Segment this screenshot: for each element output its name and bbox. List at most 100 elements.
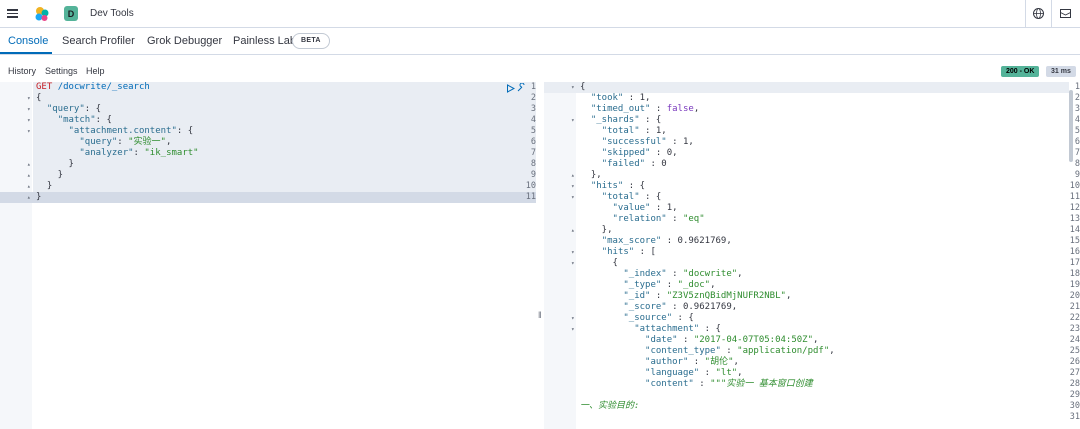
- code-text: }: [36, 159, 74, 169]
- code-text: "value" : 1,: [612, 203, 678, 213]
- newsfeed-mail-icon[interactable]: [1059, 7, 1072, 20]
- request-line: 1 GET /docwrite/_search: [0, 82, 536, 93]
- space-avatar[interactable]: D: [64, 6, 78, 21]
- line-number: 9: [530, 170, 536, 180]
- request-line: 2▾{: [0, 93, 536, 104]
- line-number: 29: [1069, 390, 1080, 400]
- request-selection-highlight: [33, 82, 536, 200]
- code-text: GET /docwrite/_search: [36, 82, 150, 92]
- line-number: 3: [530, 104, 536, 114]
- response-line: 22 ▾ "_source" : {: [544, 313, 1080, 324]
- code-text: "attachment.content": {: [68, 126, 194, 136]
- response-line: 25 "content_type" : "application/pdf",: [544, 346, 1080, 357]
- tab-grok-debugger[interactable]: Grok Debugger: [147, 35, 223, 47]
- fold-toggle-icon[interactable]: ▾: [571, 315, 575, 322]
- fold-toggle-icon[interactable]: ▴: [27, 194, 31, 201]
- line-number: 20: [1069, 291, 1080, 301]
- line-number: 31: [1069, 412, 1080, 422]
- request-line: 4▾ "match": {: [0, 115, 536, 126]
- code-text: "skipped" : 0,: [601, 148, 678, 158]
- tab-search-profiler[interactable]: Search Profiler: [62, 35, 135, 47]
- send-request-icon[interactable]: [506, 84, 515, 93]
- fold-toggle-icon[interactable]: ▾: [27, 128, 31, 135]
- fold-toggle-icon[interactable]: ▾: [571, 249, 575, 256]
- fold-toggle-icon[interactable]: ▴: [27, 161, 31, 168]
- wrench-icon[interactable]: [516, 83, 526, 93]
- console-menu: History Settings Help 200 - OK 31 ms: [0, 56, 1080, 81]
- resize-handle-icon[interactable]: ‖: [538, 310, 542, 320]
- line-number: 22: [1069, 313, 1080, 323]
- response-line: 9▴ },: [544, 170, 1080, 181]
- line-number: 12: [1069, 203, 1080, 213]
- line-number: 5: [530, 126, 536, 136]
- request-line: 9▴ }: [0, 170, 536, 181]
- help-link[interactable]: Help: [86, 66, 105, 76]
- settings-link[interactable]: Settings: [45, 66, 78, 76]
- fold-toggle-icon[interactable]: ▴: [571, 172, 575, 179]
- line-number: 8: [1074, 159, 1080, 169]
- code-text: 一、实验目的:: [580, 401, 640, 411]
- response-line: 18 "_index" : "docwrite",: [544, 269, 1080, 280]
- response-line: 6 "successful" : 1,: [544, 137, 1080, 148]
- line-number: 6: [1074, 137, 1080, 147]
- code-text: "took" : 1,: [590, 93, 651, 103]
- line-number: 1: [530, 82, 536, 92]
- line-number: 11: [525, 192, 536, 202]
- code-text: "_id" : "Z3V5znQBidMjNUFR2NBL",: [623, 291, 792, 301]
- fold-toggle-icon[interactable]: ▾: [571, 326, 575, 333]
- line-number: 11: [1069, 192, 1080, 202]
- fold-toggle-icon[interactable]: ▾: [27, 117, 31, 124]
- response-line: 27 "language" : "lt",: [544, 368, 1080, 379]
- fold-toggle-icon[interactable]: ▴: [27, 172, 31, 179]
- line-number: 27: [1069, 368, 1080, 378]
- fold-toggle-icon[interactable]: ▾: [571, 194, 575, 201]
- code-text: "author" : "胡伦",: [645, 357, 739, 367]
- line-number: 30: [1069, 401, 1080, 411]
- response-line: 1▾{: [544, 82, 1080, 93]
- line-number: 19: [1069, 280, 1080, 290]
- response-line: 28 "content" : """实验一 基本窗口创建: [544, 379, 1080, 390]
- pane-resizer[interactable]: ‖: [536, 82, 544, 429]
- response-line: 3 "timed_out" : false,: [544, 104, 1080, 115]
- divider: [1051, 0, 1052, 27]
- fold-toggle-icon[interactable]: ▾: [571, 183, 575, 190]
- code-text: "timed_out" : false,: [590, 104, 700, 114]
- response-line: 20 "_id" : "Z3V5znQBidMjNUFR2NBL",: [544, 291, 1080, 302]
- fold-toggle-icon[interactable]: ▾: [27, 106, 31, 113]
- response-gutter: [544, 82, 576, 429]
- code-text: "_score" : 0.9621769,: [623, 302, 738, 312]
- code-text: "hits" : [: [601, 247, 656, 257]
- code-text: "content_type" : "application/pdf",: [645, 346, 835, 356]
- code-text: "relation" : "eq": [612, 214, 705, 224]
- response-line: 24 "date" : "2017-04-07T05:04:50Z",: [544, 335, 1080, 346]
- request-line: 8▴ }: [0, 159, 536, 170]
- elastic-logo-icon[interactable]: [34, 6, 50, 22]
- response-line: 30 一、实验目的:: [544, 401, 1080, 412]
- fold-toggle-icon[interactable]: ▾: [571, 117, 575, 124]
- code-text: {: [580, 82, 586, 92]
- line-number: 21: [1069, 302, 1080, 312]
- fold-toggle-icon[interactable]: ▴: [571, 227, 575, 234]
- line-number: 10: [1069, 181, 1080, 191]
- history-link[interactable]: History: [8, 66, 37, 76]
- code-text: {: [36, 93, 42, 103]
- response-line: 17▾ {: [544, 258, 1080, 269]
- fold-toggle-icon[interactable]: ▾: [27, 95, 31, 102]
- help-globe-icon[interactable]: [1032, 7, 1045, 20]
- tab-console[interactable]: Console: [8, 35, 49, 47]
- fold-toggle-icon[interactable]: ▾: [571, 260, 575, 267]
- code-text: },: [580, 225, 613, 235]
- response-line: 14▴ },: [544, 225, 1080, 236]
- code-text: "_source" : {: [623, 313, 694, 323]
- menu-icon[interactable]: [7, 9, 18, 18]
- fold-toggle-icon[interactable]: ▴: [27, 183, 31, 190]
- request-line: 7 "analyzer": "ik_smart": [0, 148, 536, 159]
- code-text: "successful" : 1,: [601, 137, 694, 147]
- beta-badge: BETA: [292, 33, 330, 49]
- top-header: D Dev Tools: [0, 0, 1080, 28]
- tab-painless-lab[interactable]: Painless Lab: [233, 35, 296, 47]
- response-scrollbar[interactable]: [1069, 90, 1073, 162]
- fold-toggle-icon[interactable]: ▾: [571, 84, 575, 91]
- line-number: 25: [1069, 346, 1080, 356]
